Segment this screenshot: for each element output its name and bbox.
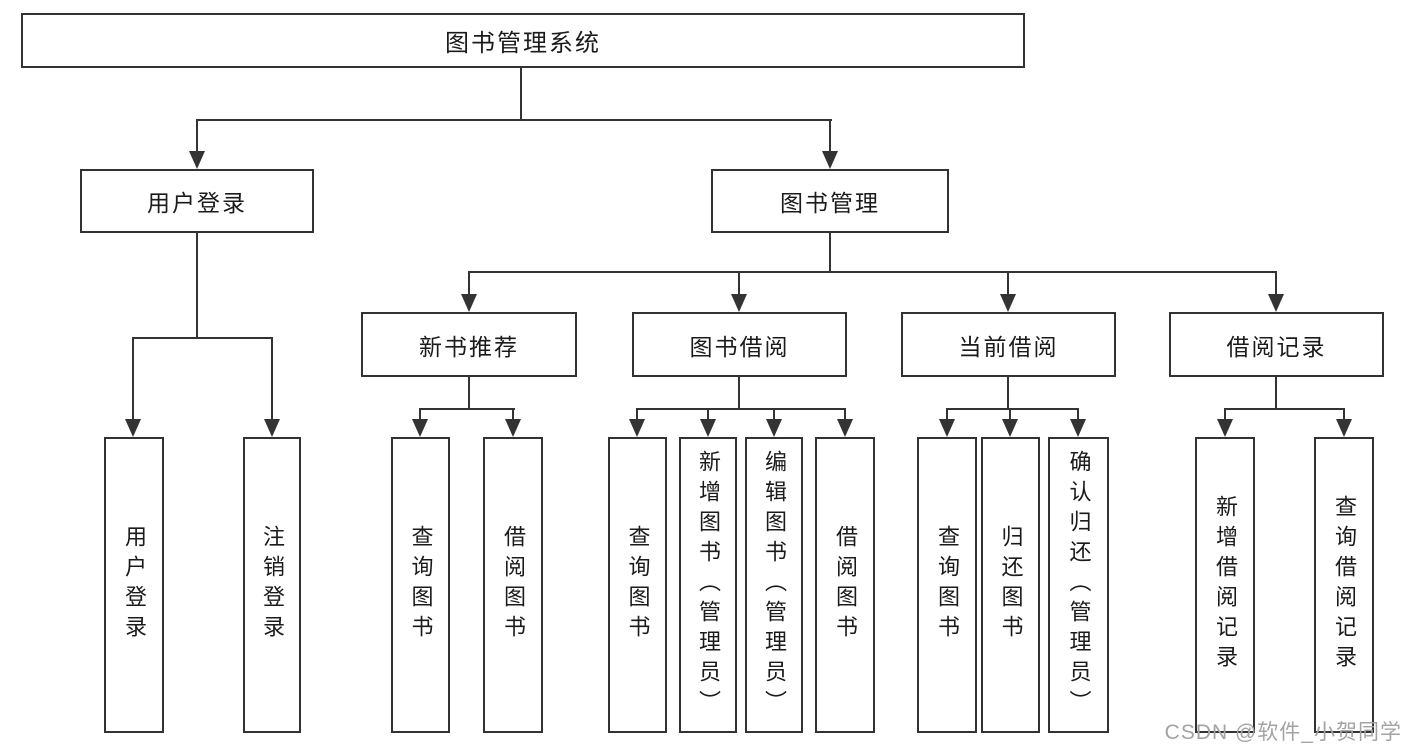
connector-v [844,408,846,422]
connector-v [419,408,421,422]
connector-v [738,271,740,296]
node-root: 图书管理系统 [21,13,1025,68]
arrow-down-icon [1000,294,1016,312]
connector-v [132,337,134,422]
connector-v [1343,408,1345,422]
connector-v [829,119,831,153]
node-current-borrow: 当前借阅 [901,312,1116,377]
node-borrow-records: 借阅记录 [1169,312,1384,377]
node-book-management: 图书管理 [711,169,949,233]
connector-v [1077,408,1079,422]
arrow-down-icon [264,419,280,437]
connector-h [637,408,846,410]
arrow-down-icon [837,419,853,437]
leaf-user-login: 用户登录 [104,437,164,733]
leaf-edit-book-admin: 编辑图书（管理员） [745,437,803,733]
arrow-down-icon [731,294,747,312]
connector-v [1275,377,1277,410]
arrow-down-icon [1336,419,1352,437]
leaf-borrow-books-a: 借阅图书 [483,437,543,733]
connector-v [1224,408,1226,422]
node-new-book-recommend: 新书推荐 [361,312,577,377]
node-user-login: 用户登录 [80,169,314,233]
csdn-watermark: CSDN @软件_小贺同学 [1164,721,1402,744]
connector-v [1009,408,1011,422]
arrow-down-icon [505,419,521,437]
connector-v [707,408,709,422]
leaf-query-books-a: 查询图书 [391,437,450,733]
connector-v [520,68,522,120]
leaf-return-book: 归还图书 [981,437,1040,733]
arrow-down-icon [189,151,205,169]
connector-h [197,119,832,121]
connector-h [133,337,273,339]
arrow-down-icon [1070,419,1086,437]
connector-v [468,271,470,296]
connector-v [773,408,775,422]
arrow-down-icon [1002,419,1018,437]
leaf-add-book-admin: 新增图书（管理员） [679,437,737,733]
arrow-down-icon [700,419,716,437]
arrow-down-icon [412,419,428,437]
connector-v [468,377,470,410]
arrow-down-icon [629,419,645,437]
connector-h [1225,408,1345,410]
node-book-borrow: 图书借阅 [632,312,847,377]
connector-v [1007,377,1009,410]
connector-h [947,408,1079,410]
connector-v [512,408,514,422]
arrow-down-icon [1268,294,1284,312]
connector-v [636,408,638,422]
leaf-borrow-books-b: 借阅图书 [815,437,875,733]
leaf-add-borrow-record: 新增借阅记录 [1195,437,1255,733]
connector-v [829,233,831,273]
connector-v [738,377,740,410]
connector-v [271,337,273,422]
leaf-query-borrow-record: 查询借阅记录 [1314,437,1374,733]
leaf-confirm-return-admin: 确认归还（管理员） [1048,437,1109,733]
leaf-query-books-b: 查询图书 [608,437,667,733]
connector-h [420,408,515,410]
arrow-down-icon [461,294,477,312]
leaf-logout: 注销登录 [243,437,301,733]
arrow-down-icon [766,419,782,437]
connector-v [196,233,198,339]
arrow-down-icon [822,151,838,169]
connector-h [469,271,1277,273]
arrow-down-icon [1217,419,1233,437]
connector-v [946,408,948,422]
arrow-down-icon [939,419,955,437]
connector-v [1007,271,1009,296]
connector-v [196,119,198,153]
arrow-down-icon [125,419,141,437]
connector-v [1275,271,1277,296]
leaf-query-books-c: 查询图书 [917,437,977,733]
